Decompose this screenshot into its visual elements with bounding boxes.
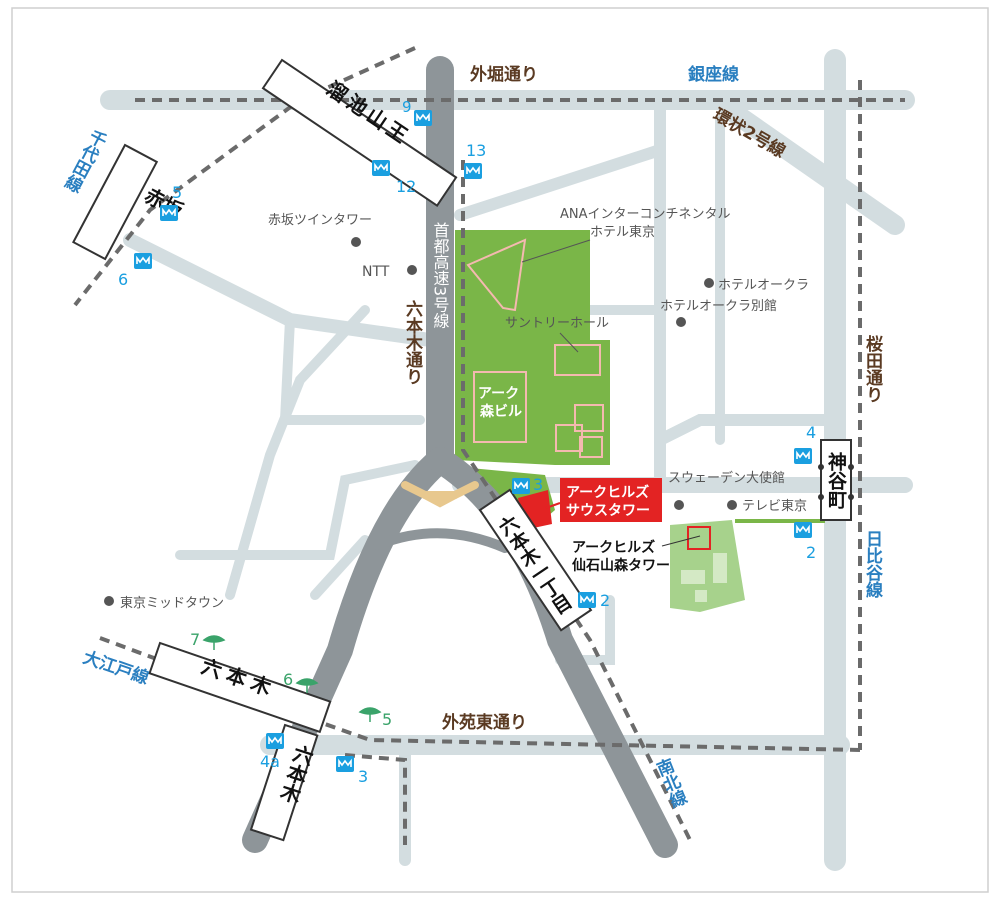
road-west-2 (279, 315, 425, 425)
south-tower-label-box (560, 478, 662, 522)
svg-text:5: 5 (382, 710, 392, 729)
svg-text:アークヒルズ: アークヒルズ (566, 484, 649, 501)
metro-icon (371, 159, 391, 177)
sengokuyama-tower-building (687, 526, 711, 550)
label-sweden-embassy: スウェーデン大使館 (668, 470, 785, 486)
svg-text:神谷町: 神谷町 (825, 451, 847, 509)
leader-ana (521, 239, 591, 263)
svg-text:3: 3 (533, 475, 543, 494)
metro-icon (335, 755, 355, 773)
exit-kamiyacho-2[interactable]: 2 (793, 521, 816, 562)
tree-exit-icon (202, 635, 226, 650)
leader-sengokuyama (661, 535, 701, 547)
ark-hills-residences (555, 404, 604, 458)
metro-icon (793, 447, 813, 465)
exit-roppongi-4a[interactable]: 4a (260, 732, 285, 771)
exit-akasaka-6[interactable]: 6 (118, 252, 153, 289)
label-ana-2: ホテル東京 (590, 224, 655, 240)
label-ntt: NTT (362, 264, 390, 280)
label-ark-mori-1: アーク (478, 386, 519, 402)
svg-text:4a: 4a (260, 752, 280, 771)
exit-tameike-13[interactable]: 13 (463, 141, 486, 180)
label-ana-1: ANAインターコンチネンタル (560, 207, 731, 222)
label-suntory: サントリーホール (505, 316, 609, 331)
svg-text:6: 6 (118, 270, 128, 289)
svg-text:4: 4 (806, 423, 816, 442)
suntory-hall-building (554, 344, 601, 376)
ana-hotel-building (466, 238, 527, 312)
label-okura: ホテルオークラ (718, 278, 809, 293)
metro-icon (265, 732, 285, 750)
label-ginza-line: 銀座線 (688, 64, 739, 85)
svg-text:9: 9 (402, 98, 412, 116)
exit-roppongi-6[interactable]: 6 (283, 670, 319, 693)
station-kamiyacho[interactable]: 神谷町 (818, 439, 854, 521)
south-tower-pointer (545, 502, 561, 509)
exit-tameike-12[interactable]: 12 (371, 159, 416, 196)
label-sakurada: 桜田通り (862, 334, 883, 403)
road-roppongi-link (310, 535, 370, 600)
label-akasaka-twin: 赤坂ツインタワー (268, 213, 372, 228)
roppongi-junction (401, 481, 479, 508)
svg-text:12: 12 (396, 177, 416, 196)
svg-text:6: 6 (283, 670, 293, 689)
label-sotobori: 外堀通り (470, 64, 538, 85)
road-midtown (175, 460, 420, 560)
label-shuto3: 首都高速3号線 (431, 222, 450, 328)
metro-icon (463, 162, 483, 180)
svg-text:5: 5 (172, 183, 182, 202)
ark-mori-building (473, 371, 527, 443)
south-tower-label[interactable]: アークヒルズ サウスタワー (560, 478, 662, 522)
metro-icon (793, 521, 813, 539)
label-ark-mori-2: 森ビル (480, 403, 522, 420)
exit-akasaka-5[interactable]: 5 (159, 183, 182, 222)
svg-text:2: 2 (806, 543, 816, 562)
label-midtown: 東京ミッドタウン (120, 595, 224, 611)
tree-exit-icon (358, 707, 382, 722)
exit-roppongi-3[interactable]: 3 (335, 755, 368, 786)
ark-hills-park (455, 230, 610, 465)
svg-text:13: 13 (466, 141, 486, 160)
ark-hills-area (455, 230, 825, 612)
metro-icon (133, 252, 153, 270)
svg-text:2: 2 (600, 591, 610, 610)
metro-icon (577, 591, 597, 609)
label-sengokuyama-1: アークヒルズ (572, 539, 655, 556)
landmark-dots (104, 237, 737, 606)
road-okura-bend (654, 414, 841, 446)
exit-kamiyacho-4[interactable]: 4 (793, 423, 816, 465)
svg-text:3: 3 (358, 767, 368, 786)
sengokuyama-area (670, 520, 745, 612)
svg-text:サウスタワー: サウスタワー (566, 503, 650, 519)
svg-text:7: 7 (190, 630, 200, 649)
label-tv-tokyo: テレビ東京 (742, 498, 807, 514)
exit-itchome-2[interactable]: 2 (577, 591, 610, 610)
label-sengokuyama-2: 仙石山森タワー (572, 557, 670, 574)
exit-roppongi-5[interactable]: 5 (358, 707, 392, 729)
namboku-line-track (461, 160, 692, 841)
sengokuyama-buildings (681, 553, 727, 602)
metro-icon (159, 204, 179, 222)
exit-itchome-3[interactable]: 3 (511, 475, 543, 495)
exit-tameike-9[interactable]: 9 (402, 98, 433, 127)
metro-icon (511, 477, 531, 495)
hibiya-line-track-2 (344, 753, 407, 845)
exit-roppongi-7[interactable]: 7 (190, 630, 226, 650)
label-roppongi-dori: 六本木通り (402, 299, 424, 385)
label-gaien-higashi: 外苑東通り (442, 712, 527, 733)
road-north (454, 144, 666, 221)
hibiya-line-track-south (307, 716, 861, 752)
leader-suntory (559, 332, 579, 353)
tree-exit-icon (295, 678, 319, 693)
metro-icon (413, 109, 433, 127)
label-hibiya-line: 日比谷線 (862, 530, 883, 599)
road-kanjo2 (720, 100, 905, 235)
label-okura-annex: ホテルオークラ別館 (660, 299, 777, 314)
